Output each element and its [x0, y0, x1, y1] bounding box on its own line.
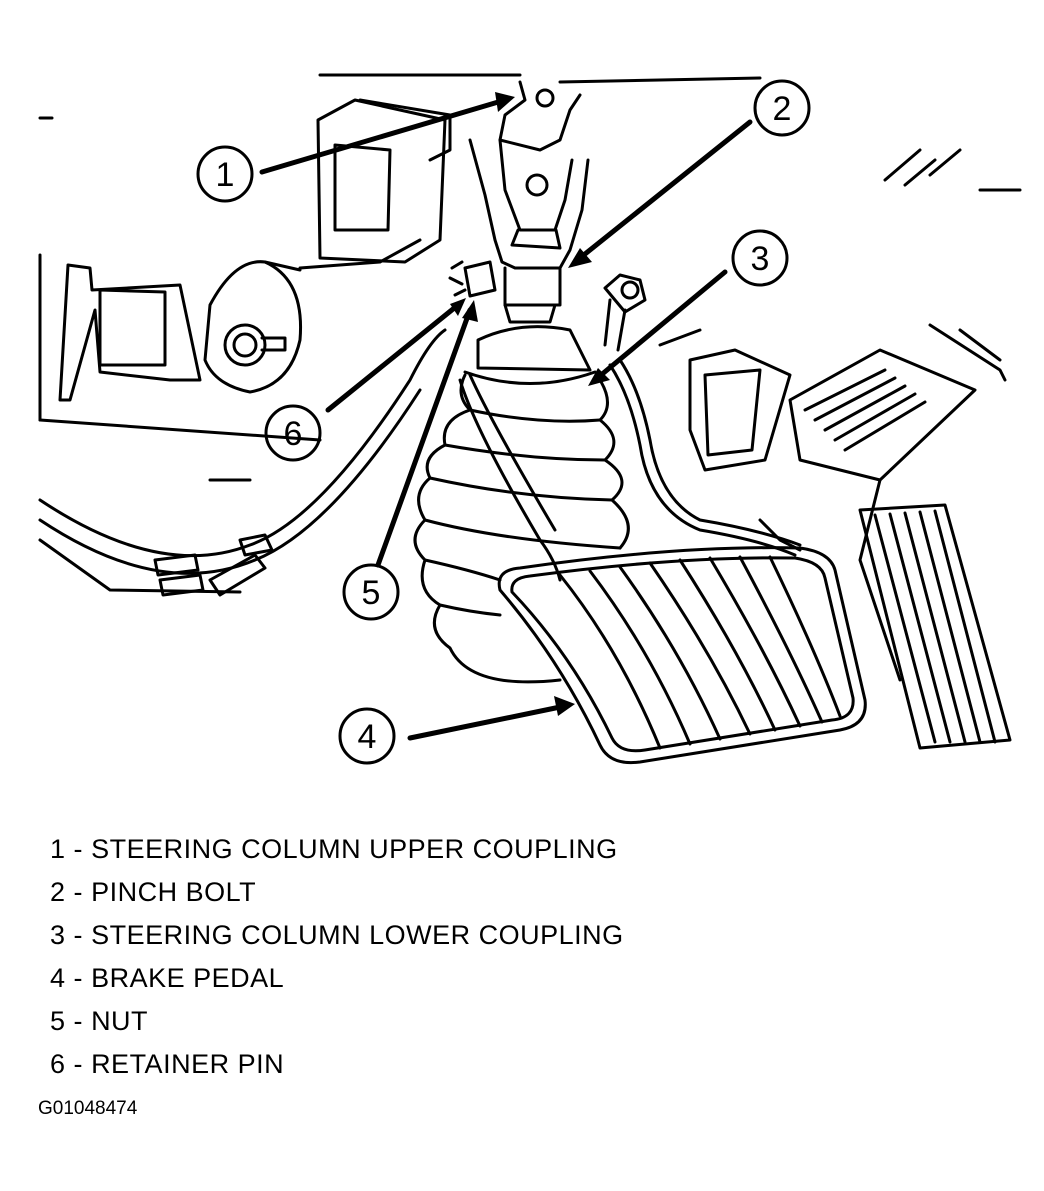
arrowhead-2 — [568, 248, 592, 268]
callout-number-6: 6 — [284, 415, 303, 453]
leader-1 — [259, 97, 508, 175]
leader-6 — [325, 302, 461, 413]
legend-number: 4 — [50, 963, 66, 993]
legend-text: PINCH BOLT — [91, 877, 257, 907]
legend-item: 3 - STEERING COLUMN LOWER COUPLING — [50, 914, 624, 957]
figure-id: G01048474 — [38, 1098, 138, 1119]
callout-number-2: 2 — [773, 90, 792, 128]
brake-pedal — [497, 546, 867, 765]
left-bracket — [58, 263, 202, 402]
legend-number: 1 — [50, 834, 66, 864]
legend-item: 1 - STEERING COLUMN UPPER COUPLING — [50, 828, 624, 871]
nut-and-pin — [448, 260, 497, 298]
legend-item: 4 - BRAKE PEDAL — [50, 957, 624, 1000]
arrowhead-1 — [495, 92, 515, 112]
legend-item: 6 - RETAINER PIN — [50, 1043, 624, 1086]
legend-item: 2 - PINCH BOLT — [50, 871, 624, 914]
arrowhead-6 — [450, 298, 466, 316]
legend-text: STEERING COLUMN UPPER COUPLING — [91, 834, 618, 864]
legend-separator: - — [73, 1006, 84, 1036]
legend-separator: - — [73, 877, 84, 907]
leader-4 — [407, 703, 568, 741]
callout-number-5: 5 — [362, 574, 381, 612]
legend-separator: - — [73, 920, 84, 950]
accelerator-pedal — [858, 503, 1012, 750]
legend-separator: - — [73, 1049, 84, 1079]
arrowhead-3 — [588, 368, 610, 386]
steering-shaft — [463, 80, 597, 385]
floor-panels — [658, 323, 1007, 682]
rubber-boot — [413, 373, 630, 684]
legend-number: 3 — [50, 920, 66, 950]
legend-number: 2 — [50, 877, 66, 907]
callout-3: 3 — [731, 229, 789, 287]
callout-2: 2 — [753, 79, 811, 137]
callout-6: 6 — [264, 404, 322, 462]
arrowhead-5 — [462, 300, 478, 322]
steering-coupling-illustration: 1 2 3 4 5 6 — [38, 73, 1022, 765]
callout-1: 1 — [196, 145, 254, 203]
legend-separator: - — [73, 834, 84, 864]
callout-4: 4 — [338, 707, 396, 765]
callout-number-3: 3 — [751, 240, 770, 278]
leader-5 — [375, 307, 473, 568]
round-mount — [203, 260, 303, 394]
legend-number: 5 — [50, 1006, 66, 1036]
legend-separator: - — [73, 963, 84, 993]
leader-arrows — [259, 92, 753, 741]
wire-harness — [38, 273, 802, 597]
leader-2 — [572, 119, 753, 265]
leader-3 — [592, 269, 728, 383]
legend-item: 5 - NUT — [50, 1000, 624, 1043]
legend-text: STEERING COLUMN LOWER COUPLING — [91, 920, 624, 950]
callout-number-1: 1 — [216, 156, 235, 194]
legend-number: 6 — [50, 1049, 66, 1079]
module-box — [298, 98, 452, 270]
background-lines — [38, 73, 1022, 482]
legend-text: NUT — [91, 1006, 149, 1036]
legend: 1 - STEERING COLUMN UPPER COUPLING 2 - P… — [50, 828, 624, 1086]
arrowhead-4 — [554, 696, 575, 716]
callout-number-4: 4 — [358, 718, 377, 756]
legend-text: BRAKE PEDAL — [91, 963, 285, 993]
callout-5: 5 — [342, 563, 400, 621]
legend-text: RETAINER PIN — [91, 1049, 285, 1079]
